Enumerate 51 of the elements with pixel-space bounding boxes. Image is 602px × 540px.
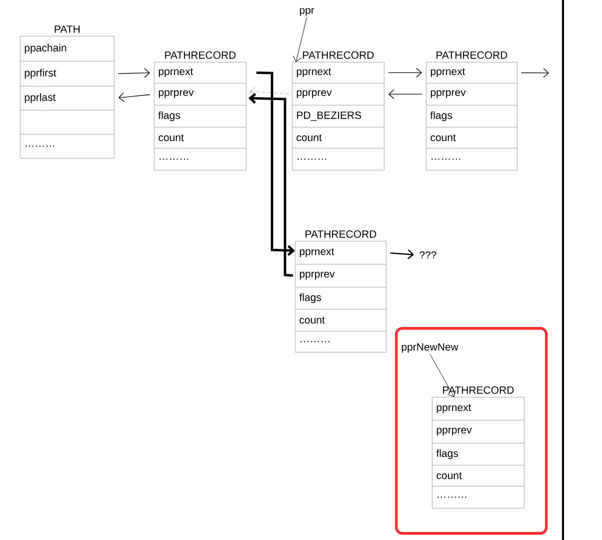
field-cell: ……… [295,331,386,352]
arrow [388,68,422,78]
pointer-label: pprNewNew [402,343,458,353]
arrow [388,89,422,100]
node-label: PATHRECORD [306,230,376,238]
field-cell: ……… [20,134,114,158]
field-cell: pprnext [292,62,384,84]
field-cell: flags [154,105,246,128]
node-label: PATHRECORD [436,51,508,59]
field-cell: count [292,127,384,148]
field-cell: count [295,309,386,332]
node-label: PATHRECORD [443,386,514,394]
field-cell: pprprev [426,83,518,106]
highlight-frame [395,327,548,535]
arrow [118,92,150,102]
field-cell: flags [295,287,386,310]
field-cell: ……… [292,148,384,170]
field-cell [20,110,114,134]
field-cell: pprfirst [20,61,114,86]
field-cell: ……… [432,486,524,508]
node-label: PATHRECORD [303,51,374,59]
leader-line [430,354,456,397]
field-cell: count [426,127,518,148]
pointer-label: ppr [300,8,314,16]
arrow [256,72,295,256]
leader-line [292,16,308,62]
field-cell: pprlast [20,86,114,110]
arrow [248,92,294,277]
field-cell: ……… [426,148,518,170]
arrow [249,86,290,97]
field-cell: ppachain [20,36,114,62]
field-cell: flags [426,105,518,128]
field-cell: count [432,465,524,486]
arrow [118,68,150,78]
field-cell: pprprev [154,83,246,106]
field-cell: PD_BEZIERS [292,105,384,128]
arrow [390,249,414,260]
node-label: PATH [54,26,80,33]
field-cell: pprprev [432,420,524,444]
field-cell: flags [432,443,524,466]
field-cell: pprnext [432,397,524,420]
field-cell: pprnext [426,62,518,84]
field-cell: ……… [154,148,246,170]
arrow [521,68,549,78]
field-cell: pprnext [154,62,246,84]
node-label: PATHRECORD [165,51,236,59]
field-cell: count [154,127,246,148]
pointer-label: ??? [420,251,436,259]
field-cell: pprprev [292,83,384,106]
field-cell: pprprev [295,264,386,288]
field-cell: pprnext [295,241,386,264]
